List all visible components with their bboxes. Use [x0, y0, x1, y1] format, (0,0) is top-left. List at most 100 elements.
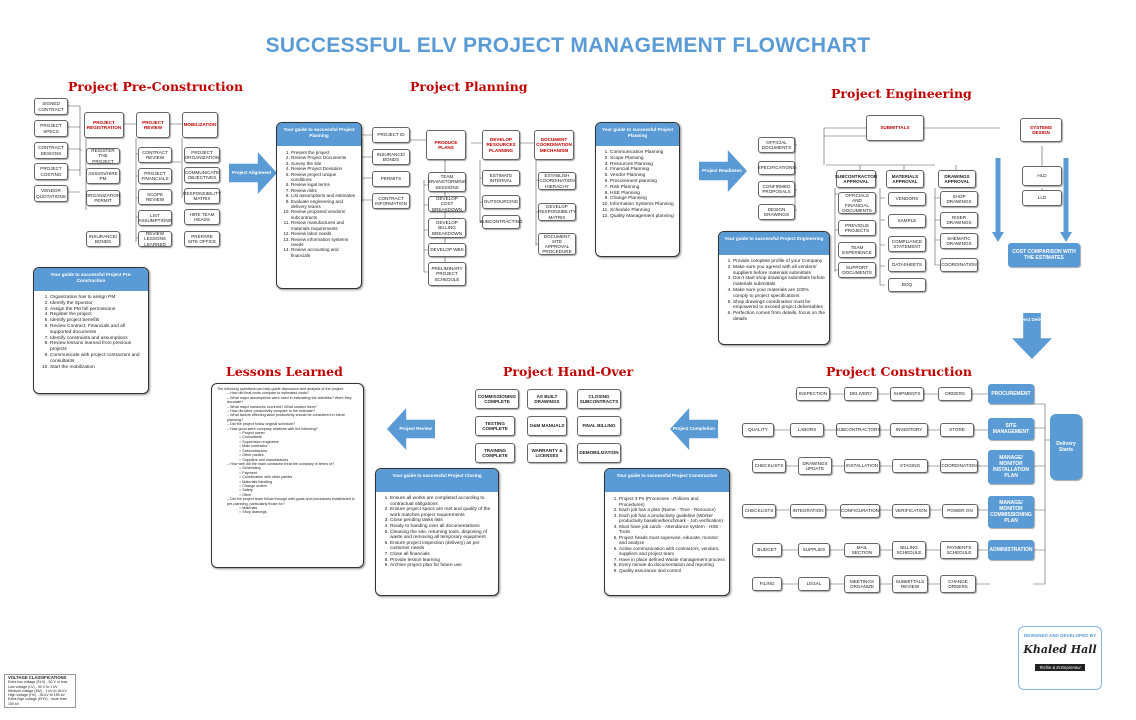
materials-approval-node: MATERIALS APPROVAL: [886, 170, 924, 188]
register-project-node: REGISTER THE PROJECT: [86, 148, 120, 164]
contract-information-node: CONTRACT INFORMATION: [372, 193, 410, 209]
section-construction: Project Construction: [826, 364, 972, 379]
pre-guide-title: Your guide to successful Project Pre-Con…: [34, 268, 148, 291]
datasheets-node: DATASHEETS: [888, 258, 926, 272]
guide-item: Procurement planning: [610, 179, 675, 185]
guide-item: Communication Planning: [610, 150, 675, 156]
guide-item: Active communication with contractors, v…: [619, 546, 725, 557]
lesson-subitem-text: Materials handling: [242, 479, 273, 484]
guide-item: Organization has to assign PM: [50, 295, 144, 301]
guide-item: Review accounting and financials: [291, 247, 357, 258]
lesson-subitem: ○ Supervision engineers: [239, 439, 279, 444]
designer-tagline: Techie & Entrepreneur: [1035, 664, 1085, 671]
power-on-node: POWER ON: [942, 504, 978, 518]
inventory-node: INVENTORY: [890, 423, 928, 437]
planning-guide-1-title: Your guide to successful Project Plannin…: [277, 123, 361, 146]
guide-item: Close pending tasks lists: [390, 518, 494, 524]
lesson-question-text: How well did the main contractor treat t…: [230, 461, 335, 466]
cost-breakdown-node: DEVELOP COST BREAKDOWN: [428, 196, 466, 212]
lesson-question-text: How did final costs compare to estimated…: [230, 391, 309, 396]
guide-item: Each job has a productivity guideline (W…: [619, 513, 725, 524]
list-assumptions-node: LIST ASSUMPTIONS: [138, 210, 172, 226]
supplies-node: SUPPLIES: [798, 543, 830, 557]
preliminary-schedule-node: PRELIMINARY PROJECT SCHEDULE: [428, 262, 466, 286]
voltage-item: Extra low voltage (ELV) - 50 V or less: [8, 680, 68, 685]
planning-guide-2: Your guide to successful Project Plannin…: [595, 122, 680, 257]
lesson-subitem: ○ Suppliers and manufactures: [239, 457, 289, 462]
lesson-subitem-text: Suppliers and manufactures: [242, 457, 289, 462]
lesson-subitem: ○ Change orders: [239, 483, 267, 488]
guide-item: Scope Planning: [610, 156, 675, 162]
riser-drawings-node: RISER DRAWINGS: [940, 212, 978, 228]
lesson-subitem-text: Payment: [242, 470, 257, 475]
lesson-question-text: What major variances occurred? What caus…: [230, 404, 317, 409]
lesson-question-text: Did the project team follow through with…: [227, 497, 355, 506]
brainstorming-node: TEAM BRAINSTORMING SESSIONS: [428, 172, 466, 192]
lesson-subitem-text: Subcontractors: [242, 448, 268, 453]
produce-plans-node: PRODUCE PLANS: [426, 130, 466, 160]
guide-item: HSE Planning: [610, 191, 675, 197]
planning-guide-1: Your guide to successful Project Plannin…: [276, 122, 362, 289]
guide-item: Make sure your materials are 100% comply…: [733, 288, 825, 300]
guide-item: Present the project: [291, 150, 357, 155]
final-billing-node: FINAL BILLING: [577, 416, 621, 436]
mail-section-node: MAIL SECTION: [844, 543, 880, 557]
lesson-subitem: ○ Materials: [239, 505, 258, 510]
guide-item: Ensure project inspection (delivery) as …: [390, 541, 494, 552]
guide-item: Financial Planning: [610, 167, 675, 173]
site-management-node: SITE MANAGEMENT: [988, 418, 1034, 440]
coordination-install-node: COORDINATION: [940, 459, 978, 473]
installation-plan-node: MANAGE/ MONITOR INSTALLATION PLAN: [988, 450, 1034, 484]
develop-resources-node: DEVELOP RESOURCES PLANNING: [482, 130, 520, 160]
lesson-subitem-text: Project owner: [242, 431, 265, 436]
designer-logo: DESIGNED AND DEVELOPED BY Khaled Hall Te…: [1018, 626, 1102, 690]
lesson-subitem-text: Main contractor: [242, 444, 268, 449]
sample-node: SAMPLE: [888, 214, 926, 228]
guide-item: Don't start shop drawings submittals bef…: [733, 276, 825, 288]
configuration-node: CONFIGURATION: [840, 504, 880, 518]
guide-item: Identify the Sponsor: [50, 301, 144, 307]
guide-item: Resources Planning: [610, 162, 675, 168]
guide-item: Each job has a plan (Name - Time - Resou…: [619, 507, 725, 513]
lesson-subitem: ○ Shop drawings: [239, 510, 267, 515]
guide-item: Review labor needs: [291, 231, 357, 236]
guide-item: Review manufactures and materials requir…: [291, 220, 357, 231]
meetings-organize-node: MEETINGS ORGANIZE: [844, 575, 880, 593]
project-registration-node: PROJECT REGISTRATION: [84, 112, 124, 138]
guide-item: Review project unique conditions: [291, 172, 357, 183]
guide-item: Ensure project specs are met and quality…: [390, 507, 494, 518]
mobilization-node: MOBILIZATION: [182, 112, 218, 138]
store-node: STORE: [940, 423, 974, 437]
guide-item: Review Project Deviation: [291, 166, 357, 171]
guide-item: Project 3 Ps (Processes - Policies and P…: [619, 496, 725, 507]
voltage-item: High voltage (HV) - 36 kV to 150 kV: [8, 693, 65, 698]
budget-node: BUDGET: [752, 543, 782, 557]
guide-item: Have in place defined Waste management p…: [619, 557, 725, 563]
specifications-node: SPECIFICATIONS: [758, 161, 795, 175]
orders-node: ORDERS: [938, 387, 972, 401]
lesson-subitem-text: Scheduling: [242, 466, 261, 471]
lesson-subitem: ○ Coordination with other parties: [239, 475, 293, 480]
inspection-node: INSPECTION: [796, 387, 830, 401]
testing-complete-node: TESTING COMPLETE: [475, 416, 515, 436]
insurance-bonds-node: INSURANCE/ BONDS: [86, 231, 120, 247]
guide-item: Identify constraints and assumptions: [50, 336, 144, 342]
guide-item: Communicate with project contractors and…: [50, 353, 144, 365]
integration-node: INTEGRATION: [790, 504, 826, 518]
guide-item: Start the mobilization: [50, 365, 144, 371]
commissioning-complete-node: COMMISSIONING COMPLETE: [475, 389, 519, 409]
guide-item: Ready to handing over all documentations: [390, 524, 494, 530]
labors-node: LABORS: [790, 423, 824, 437]
insurance-bonds-planning-node: INSURANCE/ BONDS: [372, 149, 410, 165]
drawings-approval-node: DRAWINGS APPROVAL: [938, 170, 976, 188]
hld-node: HLD: [1022, 166, 1062, 186]
page-title: SUCCESSFUL ELV PROJECT MANAGEMENT FLOWCH…: [265, 34, 871, 57]
administration-node: ADMINISTRATION: [988, 540, 1034, 560]
billing-schedule-node: BILLING SCHEDULE: [892, 541, 926, 559]
guide-item: Evaluate engineering and delivery teams: [291, 199, 357, 210]
responsibility-matrix-planning-node: DEVELOP RESPONSIBILITY MATRIX: [538, 203, 576, 221]
lesson-subitem: ○ Other parties: [239, 453, 264, 458]
financial-documents-node: OFFICIALS AND FINANCIAL DOCUMENTS: [838, 192, 876, 214]
lesson-subitem: ○ Payment: [239, 470, 257, 475]
